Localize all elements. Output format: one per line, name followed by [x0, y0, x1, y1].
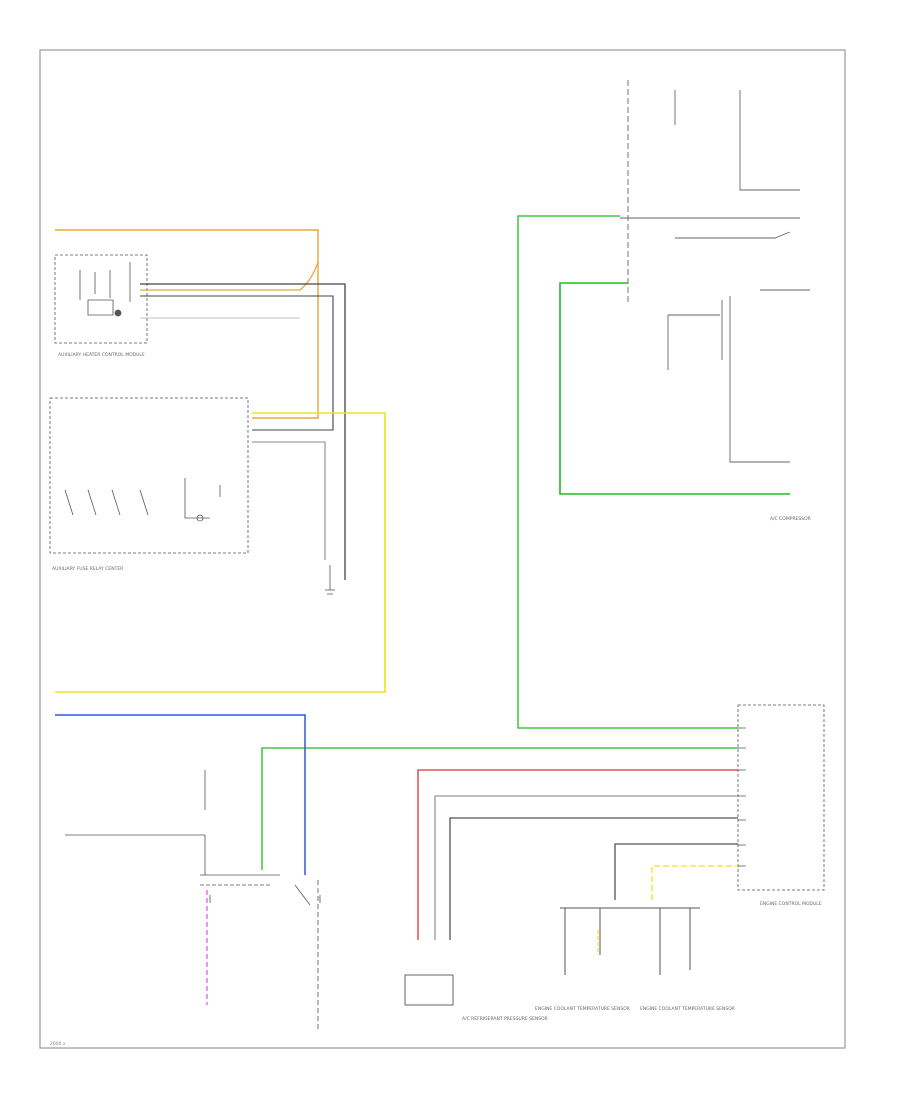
aux-heater-module-box	[54, 254, 148, 344]
aux-fuse-relay-block	[49, 397, 249, 554]
a-c-compressor-label: A/C COMPRESSOR	[770, 516, 811, 522]
diagram-frame	[39, 49, 846, 1049]
top-right-block	[620, 80, 810, 463]
wire-yellow	[55, 412, 386, 693]
aux-heater-control-module-label: AUXILIARY HEATER CONTROL MODULE	[58, 352, 145, 358]
wire-orange-branch	[140, 261, 319, 291]
wire-ect-drops	[564, 908, 691, 975]
wire-green-main	[517, 215, 738, 729]
wire-red	[417, 769, 738, 940]
wire-dark-1	[140, 283, 346, 580]
ecm-box	[737, 704, 825, 891]
wire-gray-1	[252, 441, 326, 560]
wire-green-loop	[559, 282, 790, 495]
wire-dark-2	[140, 295, 334, 431]
wire-orange-top	[55, 229, 319, 419]
engine-coolant-temperature-sensor-2-label: ENGINE COOLANT TEMPERATURE SENSOR	[640, 1006, 735, 1012]
wire-blue	[55, 714, 306, 875]
ecm-block	[737, 704, 825, 891]
wire-dark-ecm-2	[614, 843, 738, 900]
aux-fuse-relay-center-label: AUXILIARY FUSE RELAY CENTER	[52, 566, 123, 572]
a-c-refrigerant-sensor-box	[404, 974, 454, 1006]
wire-gray-ecm	[434, 795, 738, 940]
wire-green-ecm	[261, 747, 738, 870]
engine-control-module-label: ENGINE CONTROL MODULE	[760, 901, 822, 907]
a-c-refrigerant-pressure-sensor-label: A/C REFRIGERANT PRESSURE SENSOR	[462, 1016, 548, 1022]
page-ref: 2000 x	[50, 1041, 66, 1047]
ground-mid	[325, 565, 335, 595]
lower-left-switches	[65, 770, 321, 1030]
aux-heater-block	[54, 254, 148, 344]
aux-fuse-relay-box	[49, 397, 249, 554]
wire-yellow-ecm	[651, 865, 738, 900]
wire-dark-ecm	[449, 817, 738, 940]
engine-coolant-temperature-sensor-1-label: ENGINE COOLANT TEMPERATURE SENSOR	[535, 1006, 630, 1012]
